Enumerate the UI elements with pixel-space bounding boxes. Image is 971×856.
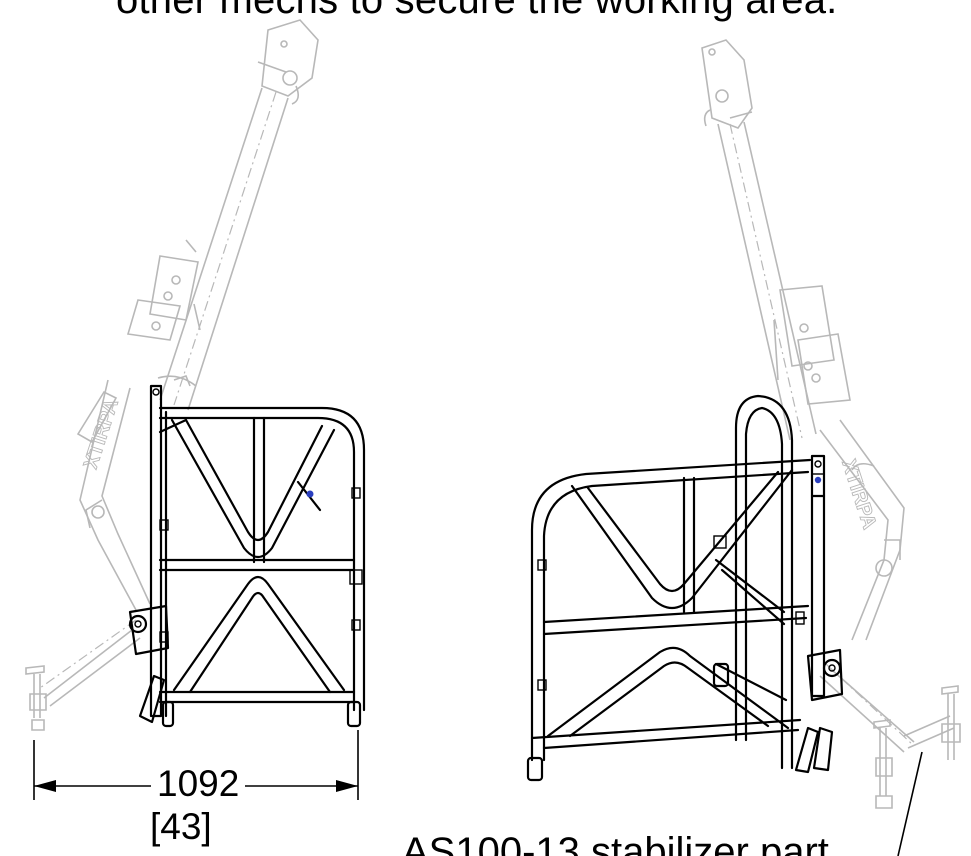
right-davit-mast-ghost — [701, 39, 961, 809]
left-mast-logo: XTIRPA — [80, 396, 123, 471]
caption-text: other mechs to secure the working area. — [116, 0, 838, 22]
right-mast-logo: XTIRPA — [837, 457, 880, 532]
callout-leader — [897, 751, 923, 856]
left-guardrail-frame — [128, 384, 366, 728]
dimension-value: 1092 — [151, 765, 246, 802]
callout-label: AS100-13 stabilizer part — [402, 830, 829, 856]
right-guardrail-frame — [526, 394, 844, 782]
left-davit-mast-ghost — [25, 19, 319, 731]
dimension-alt-value: [43] — [150, 806, 212, 847]
